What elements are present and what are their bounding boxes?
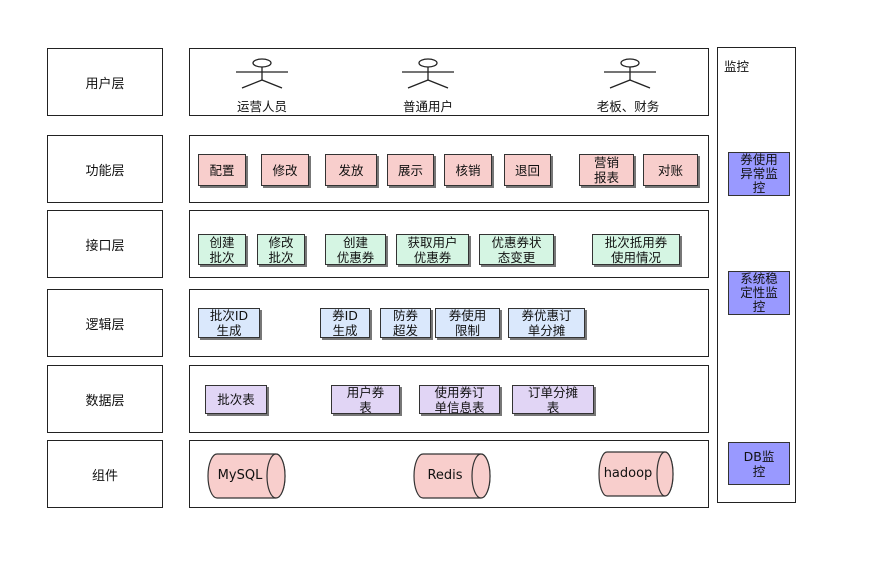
database-cylinder-icon — [413, 453, 491, 499]
actor-icon — [402, 58, 454, 89]
function-box: 修改 — [261, 154, 309, 186]
user-layer-frame — [189, 48, 709, 116]
actor-label: 运营人员 — [236, 99, 288, 114]
layer-label-function: 功能层 — [47, 135, 163, 203]
logic-box: 批次ID 生成 — [198, 308, 260, 338]
logic-box: 券使用 限制 — [435, 308, 500, 338]
component-label: hadoop — [603, 466, 653, 481]
monitoring-item: DB监 控 — [728, 442, 790, 485]
layer-label-text: 数据层 — [85, 393, 125, 409]
monitoring-title: 监控 — [724, 59, 750, 74]
layer-label-text: 逻辑层 — [85, 317, 125, 333]
layer-label-text: 功能层 — [85, 163, 125, 179]
actor-label: 普通用户 — [402, 99, 454, 114]
monitoring-item: 系统稳 定性监 控 — [728, 271, 790, 315]
function-box: 营销 报表 — [579, 154, 634, 186]
layer-label-text: 组件 — [91, 468, 118, 484]
actor-label: 老板、财务 — [596, 99, 660, 114]
function-box: 核销 — [444, 154, 492, 186]
layer-label-interface: 接口层 — [47, 210, 163, 278]
component-label: Redis — [427, 468, 463, 483]
interface-box: 获取用户 优惠券 — [396, 234, 469, 265]
data-table-box: 使用券订 单信息表 — [419, 385, 500, 415]
interface-box: 创建 优惠券 — [325, 234, 386, 265]
data-table-box: 用户券 表 — [331, 385, 400, 415]
function-box: 发放 — [325, 154, 377, 186]
interface-box: 优惠券状 态变更 — [479, 234, 554, 265]
logic-box: 防券 超发 — [380, 308, 431, 338]
layer-label-component: 组件 — [47, 440, 163, 508]
function-box: 退回 — [504, 154, 551, 186]
actor-icon — [604, 58, 656, 89]
interface-box: 批次抵用券 使用情况 — [592, 234, 680, 265]
monitoring-item: 券使用 异常监 控 — [728, 152, 790, 196]
layer-label-text: 接口层 — [85, 238, 125, 254]
layer-label-text: 用户层 — [85, 76, 125, 92]
data-table-box: 订单分摊 表 — [512, 385, 594, 415]
database-cylinder-icon — [598, 451, 674, 497]
logic-box: 券优惠订 单分摊 — [508, 308, 585, 338]
layer-label-data: 数据层 — [47, 365, 163, 433]
function-box: 对账 — [643, 154, 698, 186]
function-box: 展示 — [387, 154, 434, 186]
component-label: MySQL — [217, 468, 263, 483]
interface-box: 修改 批次 — [257, 234, 305, 265]
interface-box: 创建 批次 — [198, 234, 246, 265]
actor-icon — [236, 58, 288, 89]
layer-label-user: 用户层 — [47, 48, 163, 116]
data-table-box: 批次表 — [205, 385, 267, 414]
database-cylinder-icon — [207, 453, 286, 499]
logic-box: 券ID 生成 — [320, 308, 370, 338]
function-box: 配置 — [198, 154, 246, 186]
layer-label-logic: 逻辑层 — [47, 289, 163, 357]
